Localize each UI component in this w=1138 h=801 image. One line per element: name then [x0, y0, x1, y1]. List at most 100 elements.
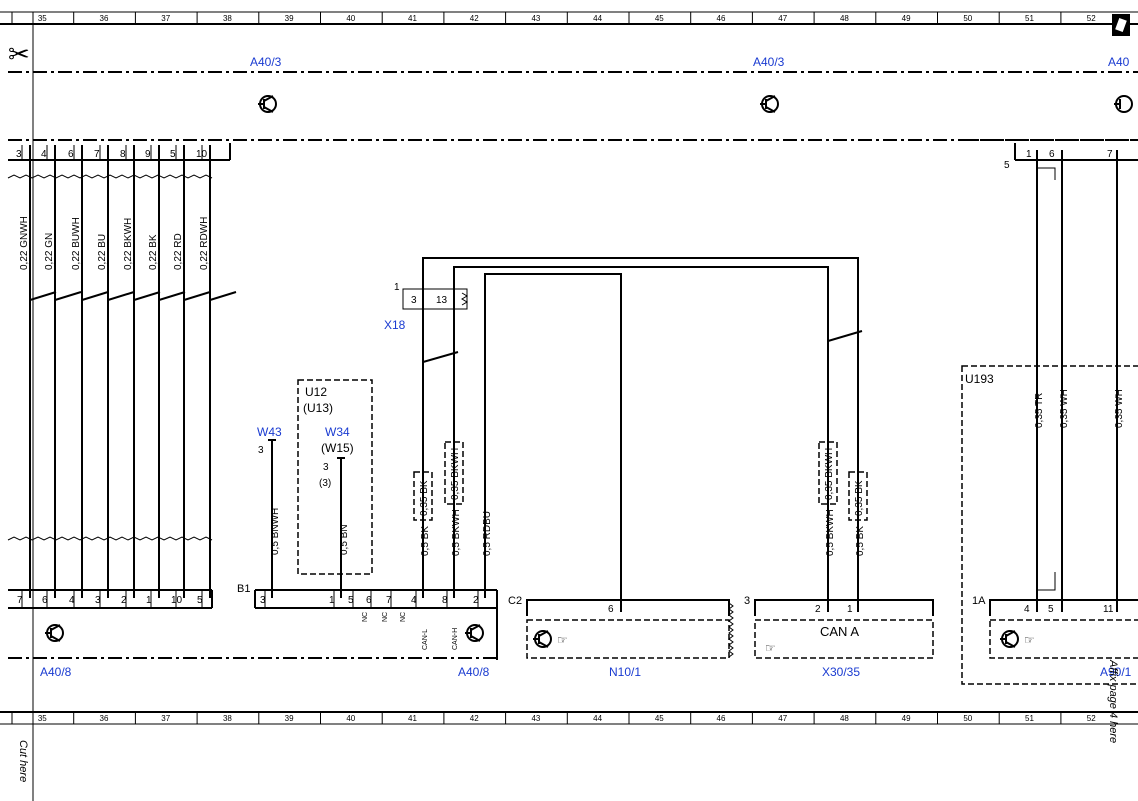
u193-pin-1: 1 [1026, 149, 1032, 160]
ruler-column-label: 52 [1087, 14, 1096, 23]
can-loop-outer [422, 257, 859, 612]
scissors-icon: ✂ [8, 39, 30, 69]
ruler-column-label: 41 [408, 714, 417, 723]
w15-label: (W15) [321, 441, 354, 455]
ruler-column-label: 38 [223, 714, 232, 723]
hand-pointer-icon: ☞ [765, 641, 776, 655]
bottom-pin-number: 5 [197, 595, 203, 606]
ruler-column-label: 45 [655, 714, 664, 723]
a90-pin-4: 4 [1024, 604, 1030, 615]
bottom-pin-number: 1 [146, 595, 152, 606]
bottom-pin-number: 4 [69, 595, 75, 606]
bottom-pin-number: 3 [95, 595, 101, 606]
bottom-pin-number: 2 [473, 595, 479, 606]
ruler-column-label: 44 [593, 14, 602, 23]
u193-pin-6: 6 [1049, 149, 1055, 160]
ruler-column-label: 52 [1087, 714, 1096, 723]
u193-pin-7: 7 [1107, 149, 1113, 160]
w34-label: W34 [325, 425, 350, 439]
top-pin-number: 5 [170, 149, 176, 160]
x18-pin-b: 13 [436, 295, 448, 306]
ruler-column-label: 44 [593, 714, 602, 723]
ruler-column-label: 51 [1025, 714, 1034, 723]
bundle-wire-label: 0,22 BKWH [123, 218, 134, 270]
cut-here-label: Cut here [17, 740, 29, 782]
a40-3-label-mid: A40/3 [753, 55, 785, 69]
x18-label: X18 [384, 318, 406, 332]
bottom-pin-number: 8 [442, 595, 448, 606]
top-pin-number: 9 [145, 149, 151, 160]
ruler-column-label: 43 [531, 714, 540, 723]
transistor-icon [465, 624, 484, 642]
ruler-column-label: 43 [531, 14, 540, 23]
u12-label: U12 [305, 385, 327, 399]
ruler-column-label: 49 [902, 714, 911, 723]
ruler-column-label: 42 [470, 14, 479, 23]
bundle-wire-label: 0,22 GN [44, 233, 55, 270]
wire-label: 0,5 BK [855, 526, 866, 556]
transistor-icon [1000, 630, 1019, 648]
ruler-column-label: 37 [161, 714, 170, 723]
twist-mark [827, 330, 863, 345]
w43-pin: 3 [258, 445, 264, 456]
ruler-column-label: 35 [38, 714, 47, 723]
a90-1-box [989, 619, 1138, 659]
ruler-column-label: 49 [902, 14, 911, 23]
boxed-wire-label [818, 441, 838, 505]
wire-label: 0,35 WH [1059, 389, 1070, 428]
hand-pointer-icon: ☞ [557, 633, 568, 647]
ruler-column-label: 35 [38, 14, 47, 23]
bottom-pin-number: 7 [386, 595, 392, 606]
x18-connector [402, 288, 468, 310]
a90-1-label: A90/1 [1100, 665, 1132, 679]
ruler-column-label: 39 [285, 714, 294, 723]
bottom-pin-number: 6 [366, 595, 372, 606]
bottom-pin-number: 7 [17, 595, 23, 606]
boxed-wire-label [413, 471, 433, 521]
u193-label: U193 [965, 372, 994, 386]
b1-label: B1 [237, 583, 250, 595]
transistor-icon [45, 624, 64, 642]
u12-box [297, 379, 373, 575]
ruler-column-label: 38 [223, 14, 232, 23]
wire-label: 0,5 BK [420, 526, 431, 556]
bottom-pin-number: 3 [260, 595, 266, 606]
bottom-pin-number: 4 [411, 595, 417, 606]
ruler-column-label: 42 [470, 714, 479, 723]
a40-3-label-left: A40/3 [250, 55, 282, 69]
x30-pin-3: 3 [744, 595, 750, 607]
u193-pin-5: 5 [1004, 160, 1010, 171]
x30-pin-a: 2 [815, 604, 821, 615]
bundle-wave-top [7, 174, 213, 179]
bundle-wave-bottom [7, 536, 213, 541]
twist-mark [422, 351, 459, 368]
can-h-label: CAN-H [452, 628, 459, 650]
w34-pin: 3 [323, 462, 329, 473]
hand-pointer-icon: ☞ [1024, 633, 1035, 647]
bundle-wire-label: 0,22 BK [148, 234, 159, 270]
x18-pin-a: 3 [411, 295, 417, 306]
ruler-column-label: 45 [655, 14, 664, 23]
ruler-column-label: 48 [840, 14, 849, 23]
affix-label: Affix page 4 here [1107, 659, 1119, 743]
boxed-wire-label [444, 441, 464, 505]
a90-pin-11: 11 [1103, 604, 1114, 615]
bundle-wire-label: 0,22 RD [173, 233, 184, 270]
top-pin-number: 6 [68, 149, 74, 160]
bottom-pin-number: 1 [329, 595, 335, 606]
c2-label: C2 [508, 595, 522, 607]
can-loop-inner [453, 266, 829, 612]
a40-3-label-right: A40 [1108, 55, 1130, 69]
n10-wire [484, 273, 622, 612]
transistor-icon [1114, 95, 1133, 113]
1a-label: 1A [972, 595, 986, 607]
boxed-wire-text: 0,35 BKWH [450, 448, 461, 500]
w34-wire-label: 0,5 BN [339, 524, 350, 555]
a90-pin-5: 5 [1048, 604, 1054, 615]
boxed-wire-text: 0,35 BK [419, 480, 430, 516]
ruler-column-label: 46 [717, 714, 726, 723]
